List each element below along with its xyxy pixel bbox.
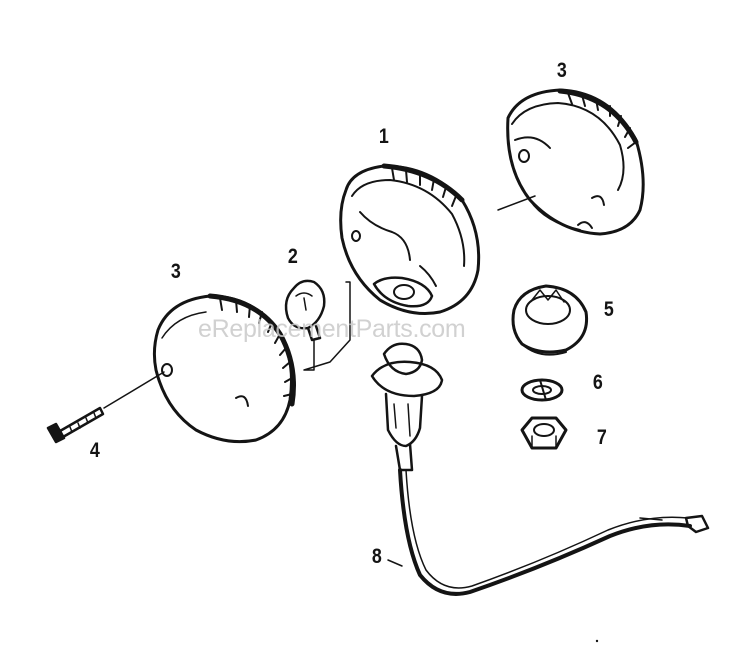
lens-cover-left [152,293,296,444]
grommet-nut [511,284,589,356]
callout-6: 6 [592,371,603,394]
callout-7: 7 [596,426,607,449]
callout-1: 1 [378,125,389,148]
hex-nut [520,416,568,450]
screw [46,406,105,444]
leader-line-right-cover [497,195,536,211]
callout-3-right: 3 [556,59,567,82]
socket-and-wire [370,342,710,596]
callout-3-left: 3 [170,260,181,283]
scan-speck [595,639,599,643]
leader-line-wire [387,559,403,567]
callout-4: 4 [89,439,100,462]
lock-washer [520,378,564,402]
lens-cover-right [506,88,645,236]
callout-2: 2 [287,245,298,268]
leader-line-screw [103,371,165,409]
callout-5: 5 [603,298,614,321]
bulb [284,279,326,342]
callout-8: 8 [371,545,382,568]
lamp-housing [339,163,481,315]
leader-line-bulb [303,281,351,371]
watermark: eReplacementParts.com [198,315,466,343]
